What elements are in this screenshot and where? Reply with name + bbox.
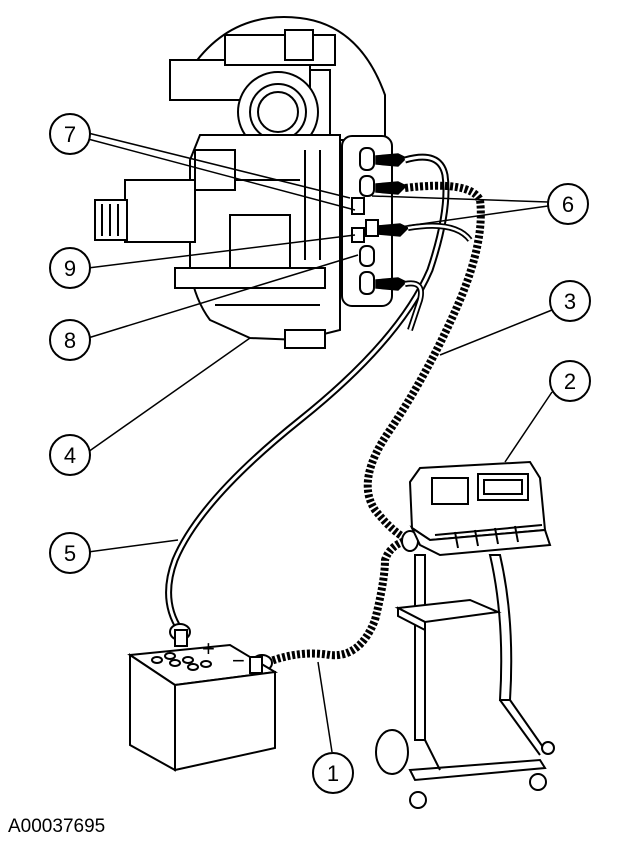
callout-1: 1 bbox=[312, 752, 354, 794]
callout-2-number: 2 bbox=[564, 369, 576, 394]
callout-7-number: 7 bbox=[64, 122, 76, 147]
cable-3 bbox=[363, 181, 485, 544]
battery-negative-mark: − bbox=[232, 648, 245, 673]
battery bbox=[127, 629, 278, 772]
callout-8-number: 8 bbox=[64, 328, 76, 353]
callout-9: 9 bbox=[49, 247, 91, 289]
figure-id: A00037695 bbox=[8, 816, 106, 837]
callout-5: 5 bbox=[49, 532, 91, 574]
callout-2: 2 bbox=[549, 360, 591, 402]
callout-3: 3 bbox=[549, 280, 591, 322]
callout-8: 8 bbox=[49, 319, 91, 361]
callout-7: 7 bbox=[49, 113, 91, 155]
callout-3-number: 3 bbox=[564, 289, 576, 314]
callout-4-number: 4 bbox=[64, 443, 76, 468]
battery-positive-mark: + bbox=[202, 636, 215, 661]
callout-4: 4 bbox=[49, 434, 91, 476]
callouts: 7 9 8 4 5 6 3 2 bbox=[49, 113, 591, 794]
callout-9-number: 9 bbox=[64, 256, 76, 281]
callout-1-number: 1 bbox=[327, 761, 339, 786]
tester-cart bbox=[375, 460, 555, 809]
cable-1 bbox=[266, 536, 410, 666]
terminal-clips bbox=[375, 153, 410, 291]
callout-5-number: 5 bbox=[64, 541, 76, 566]
callout-6-number: 6 bbox=[562, 192, 574, 217]
cables bbox=[165, 153, 485, 666]
generator-assembly bbox=[94, 16, 393, 349]
leader-lines bbox=[87, 132, 553, 753]
callout-6: 6 bbox=[547, 183, 589, 225]
